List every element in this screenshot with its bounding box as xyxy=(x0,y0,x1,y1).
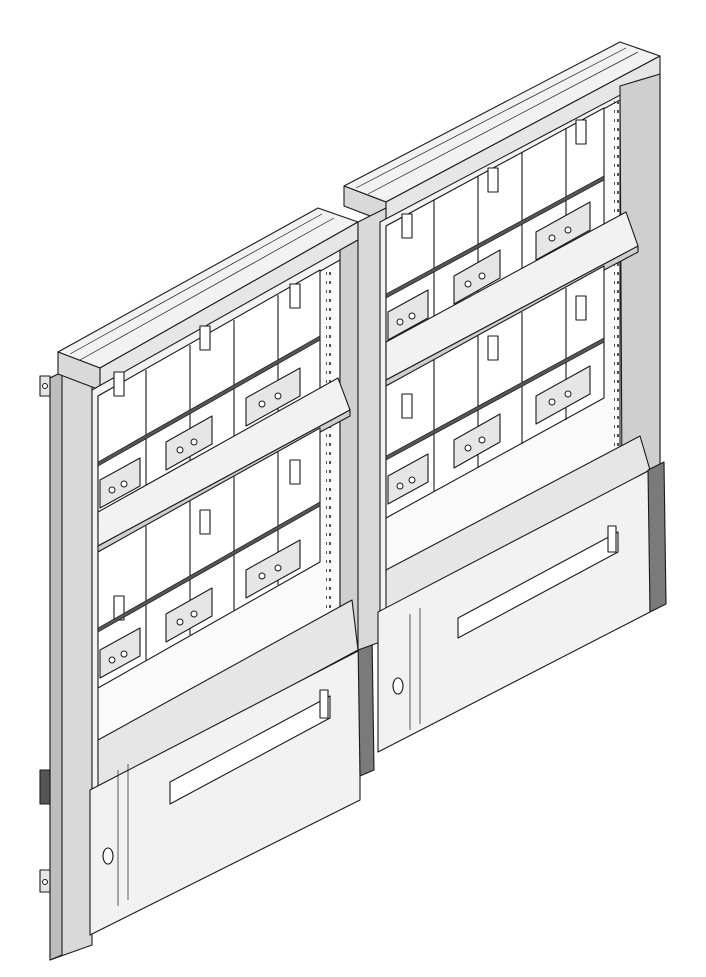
right-module-row-2 xyxy=(385,265,605,519)
left-cabinet xyxy=(39,207,375,961)
right-cabinet-right-wall xyxy=(619,73,661,487)
left-cabinet-lock xyxy=(102,847,114,865)
left-cabinet-side-edge xyxy=(49,371,63,961)
left-mounting-brackets xyxy=(39,375,51,893)
right-cabinet-lock xyxy=(392,677,404,695)
right-cabinet xyxy=(343,41,667,753)
left-cabinet-rail xyxy=(357,633,375,777)
right-module-row-1 xyxy=(385,107,605,357)
left-module-row-1 xyxy=(97,269,321,527)
left-cabinet-right-wall xyxy=(339,239,361,661)
left-module-row-2 xyxy=(97,427,321,689)
left-cabinet-cover-slot xyxy=(169,695,331,805)
right-cabinet-cover-slot xyxy=(457,531,619,639)
right-cabinet-rail xyxy=(647,461,667,613)
